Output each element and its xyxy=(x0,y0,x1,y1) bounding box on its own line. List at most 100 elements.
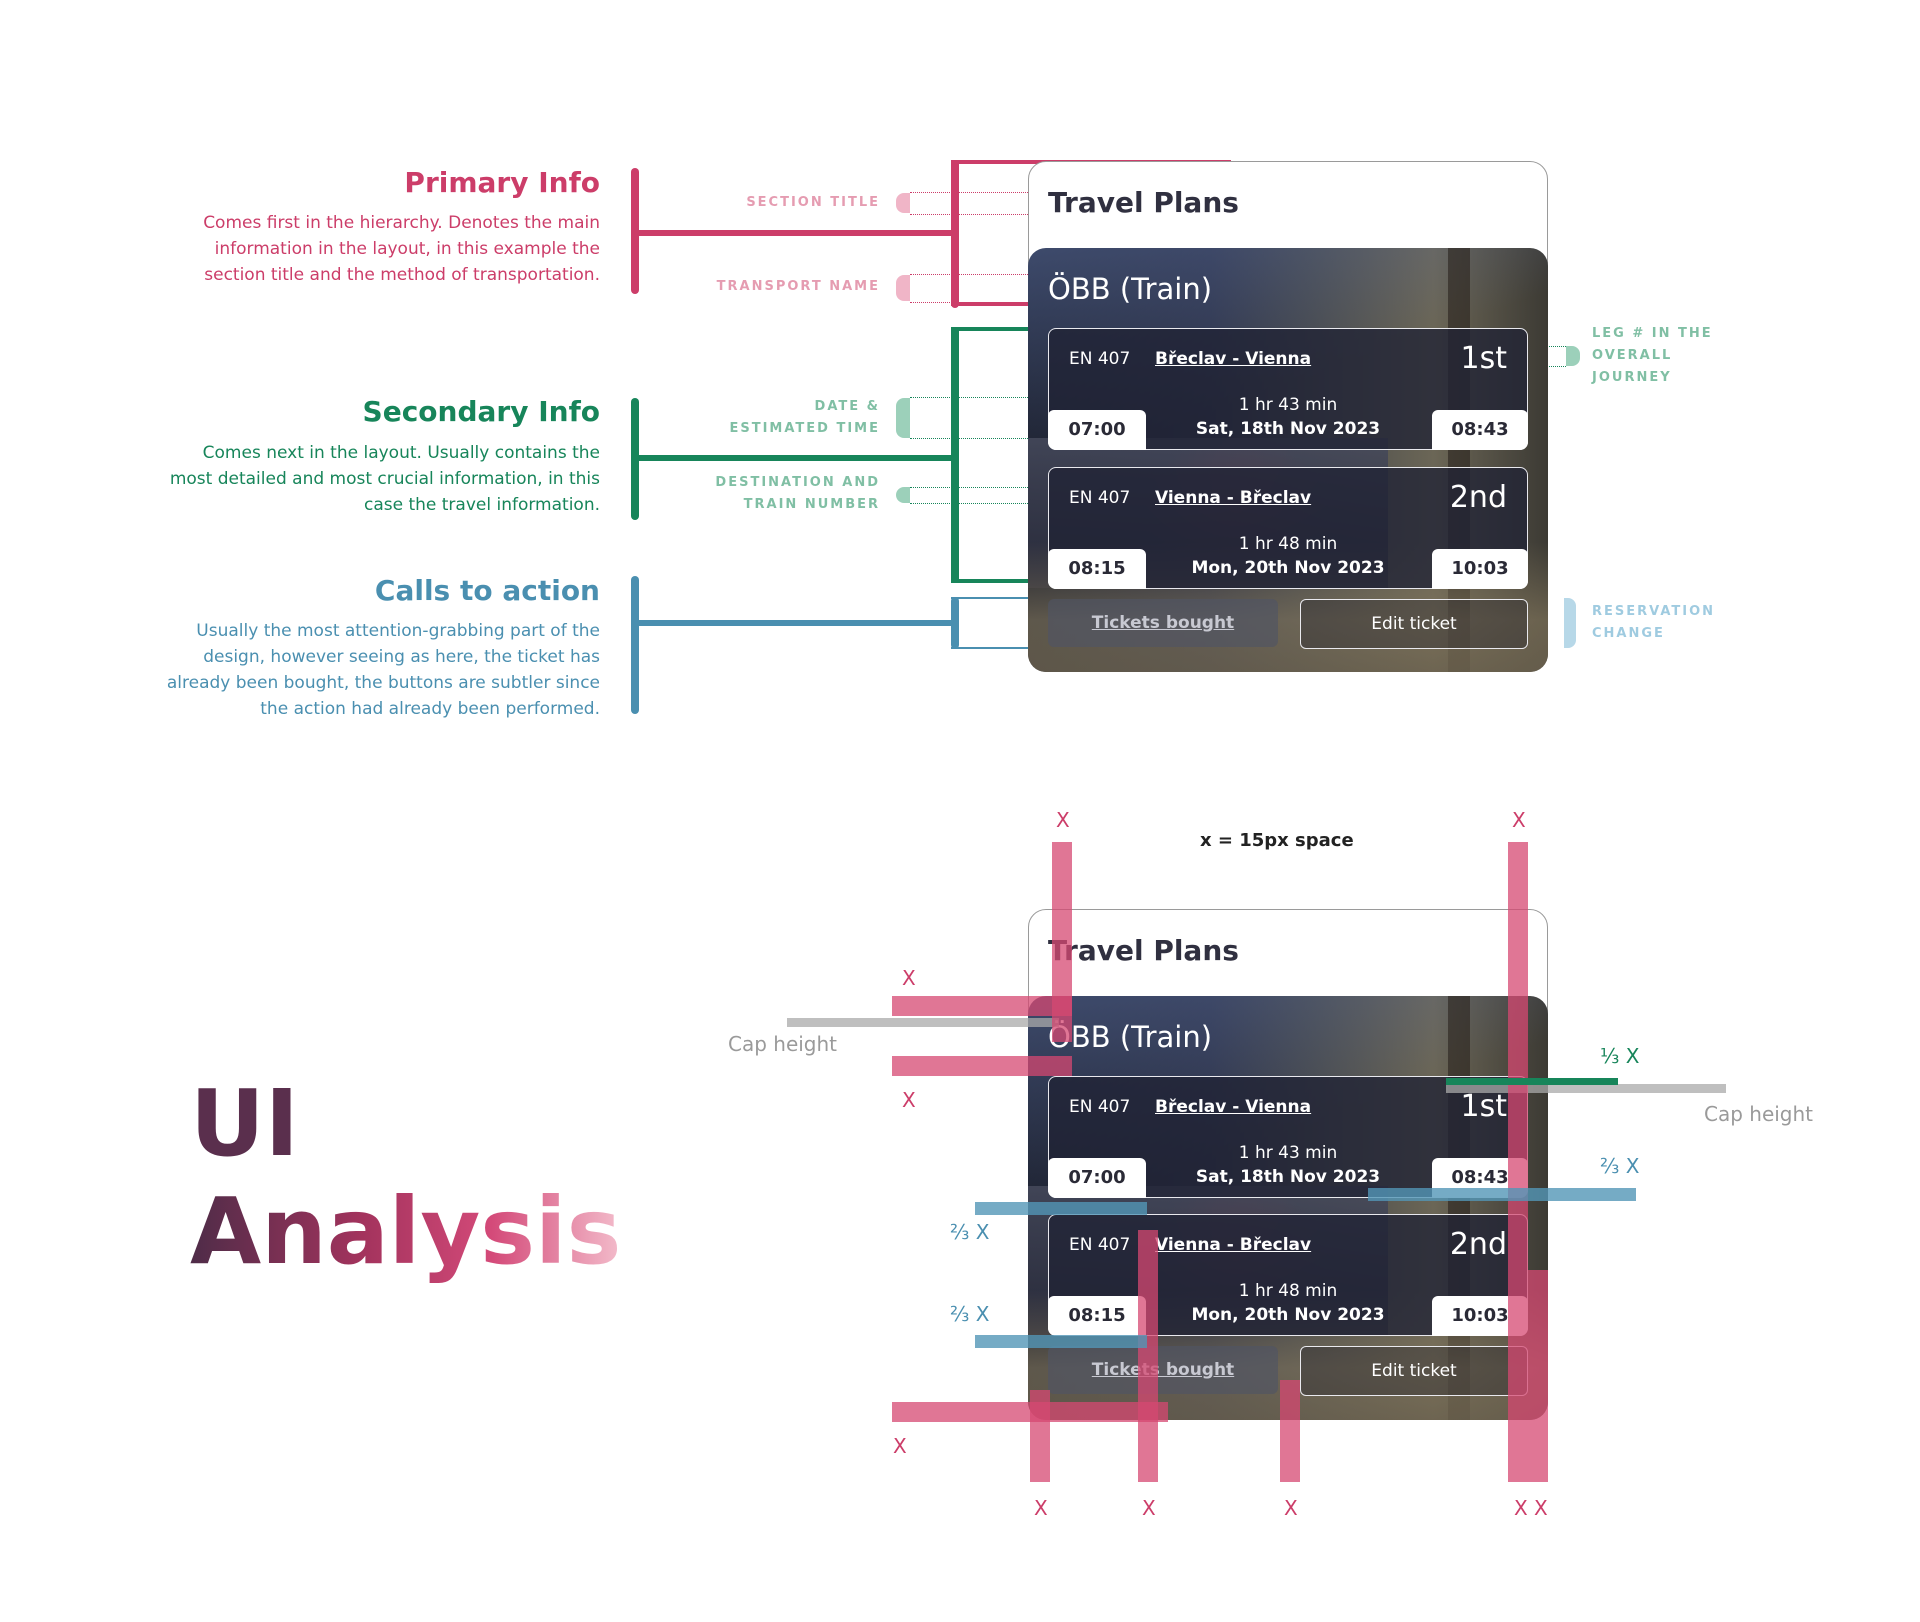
transport-name: ÖBB (Train) xyxy=(1048,1020,1213,1054)
spacing-bar-h3 xyxy=(892,1402,1168,1422)
x-label-left-2: X xyxy=(902,1088,916,1112)
depart-time: 08:15 xyxy=(1048,1296,1146,1336)
primary-info-title: Primary Info xyxy=(404,166,600,199)
leg-label-1: LEG # IN THE xyxy=(1592,326,1713,341)
leg-card-2[interactable]: EN 407 Vienna - Břeclav 2nd 1 hr 48 min … xyxy=(1048,467,1528,589)
reservation-label-1: RESERVATION xyxy=(1592,604,1716,619)
section-title-tab xyxy=(896,193,910,213)
destination-label-2: TRAIN NUMBER xyxy=(743,497,880,512)
card-title: Travel Plans xyxy=(1048,934,1239,967)
spacing-bar-right xyxy=(1508,842,1528,1482)
route-link[interactable]: Břeclav - Vienna xyxy=(1155,1097,1312,1117)
leg-label-2: OVERALL xyxy=(1592,348,1673,363)
arrive-time: 08:43 xyxy=(1432,410,1528,450)
x-label-top-2: X xyxy=(1512,808,1526,832)
cta-bracket xyxy=(631,576,639,714)
primary-bracket xyxy=(631,168,639,294)
secondary-right-bracket xyxy=(951,327,959,583)
leg-class: 1st xyxy=(1460,341,1507,376)
spacing-bar-bottom-3 xyxy=(1280,1380,1300,1482)
secondary-top-edge xyxy=(951,327,1047,331)
cap-height-label-left: Cap height xyxy=(728,1032,838,1056)
one-third-bar xyxy=(1446,1078,1618,1085)
cta-connector xyxy=(636,620,954,626)
one-third-label: ⅓ X xyxy=(1600,1044,1640,1068)
reservation-label-2: CHANGE xyxy=(1592,626,1665,641)
date-time-label-2: ESTIMATED TIME xyxy=(729,421,880,436)
leg-tab xyxy=(1566,346,1580,366)
edit-ticket-button[interactable]: Edit ticket xyxy=(1300,1346,1528,1396)
secondary-connector xyxy=(636,455,954,461)
secondary-info-description: Comes next in the layout. Usually contai… xyxy=(169,443,600,515)
two-thirds-label-right: ⅔ X xyxy=(1600,1154,1640,1178)
arrive-time: 10:03 xyxy=(1432,549,1528,589)
transport-name: ÖBB (Train) xyxy=(1048,272,1213,306)
tickets-bought-button[interactable]: Tickets bought xyxy=(1048,1346,1278,1394)
leg-duration: 1 hr 48 min xyxy=(1238,1281,1338,1301)
train-number: EN 407 xyxy=(1069,488,1131,508)
depart-time: 08:15 xyxy=(1048,549,1146,589)
spacing-bar-h1 xyxy=(892,996,1072,1016)
secondary-bracket xyxy=(631,398,639,520)
edit-ticket-button[interactable]: Edit ticket xyxy=(1300,599,1528,649)
primary-info-description: Comes first in the hierarchy. Denotes th… xyxy=(203,213,600,285)
reservation-tab xyxy=(1564,598,1576,648)
leg-class: 1st xyxy=(1460,1089,1507,1124)
leg-duration: 1 hr 43 min xyxy=(1238,395,1338,415)
date-time-label-1: DATE & xyxy=(814,399,880,414)
x-label-left-3: X xyxy=(893,1434,907,1458)
cap-height-label-right: Cap height xyxy=(1704,1102,1814,1126)
cta-top-edge xyxy=(951,597,1061,599)
spacing-bar-h2 xyxy=(892,1056,1072,1076)
leg-duration: 1 hr 48 min xyxy=(1238,534,1338,554)
leg-date: Mon, 20th Nov 2023 xyxy=(1191,1305,1385,1325)
leg-date: Sat, 18th Nov 2023 xyxy=(1195,1167,1381,1187)
two-thirds-bar-2 xyxy=(975,1335,1147,1348)
leg-card-2[interactable]: EN 407 Vienna - Břeclav 2nd 1 hr 48 min … xyxy=(1048,1214,1528,1336)
two-thirds-label-left-1: ⅔ X xyxy=(950,1220,990,1244)
hero-line-ui: UI xyxy=(190,1070,299,1177)
x-label-bottom-3: X xyxy=(1284,1496,1298,1520)
leg-card-1[interactable]: EN 407 Břeclav - Vienna 1st 1 hr 43 min … xyxy=(1048,328,1528,450)
two-thirds-bar-3 xyxy=(1368,1188,1636,1201)
cap-height-bar-left xyxy=(787,1018,1059,1027)
x-label-left-1: X xyxy=(902,966,916,990)
route-link[interactable]: Vienna - Břeclav xyxy=(1155,1235,1312,1255)
section-title-label: SECTION TITLE xyxy=(746,195,880,210)
train-number: EN 407 xyxy=(1069,1235,1131,1255)
depart-time: 07:00 xyxy=(1048,1158,1146,1198)
x-label-top-1: X xyxy=(1056,808,1070,832)
leg-label-3: JOURNEY xyxy=(1592,370,1672,385)
train-number: EN 407 xyxy=(1069,349,1131,369)
leg-class: 2nd xyxy=(1449,480,1507,515)
transport-name-label: TRANSPORT NAME xyxy=(716,279,880,294)
secondary-bottom-edge xyxy=(951,579,1047,583)
x-label-bottom-2: X xyxy=(1142,1496,1156,1520)
primary-right-bracket xyxy=(951,160,959,308)
spacing-note: x = 15px space xyxy=(1200,830,1354,851)
two-thirds-bar-1 xyxy=(975,1202,1147,1215)
tickets-bought-button[interactable]: Tickets bought xyxy=(1048,599,1278,647)
hero-line-analysis: Analysis xyxy=(190,1178,622,1285)
route-link[interactable]: Břeclav - Vienna xyxy=(1155,349,1312,369)
train-number: EN 407 xyxy=(1069,1097,1131,1117)
x-label-bottom-1: X xyxy=(1034,1496,1048,1520)
transport-name-tab xyxy=(896,275,910,301)
x-label-bottom-4: X X xyxy=(1514,1496,1548,1520)
leg-date: Sat, 18th Nov 2023 xyxy=(1195,419,1381,439)
primary-connector xyxy=(636,230,954,236)
leg-duration: 1 hr 43 min xyxy=(1238,1143,1338,1163)
primary-bottom-edge xyxy=(951,302,1031,306)
spacing-bar-bottom-4 xyxy=(1528,1270,1548,1482)
leg-date: Mon, 20th Nov 2023 xyxy=(1191,558,1385,578)
depart-time: 07:00 xyxy=(1048,410,1146,450)
cta-bottom-edge xyxy=(951,647,1061,649)
leg-card-1[interactable]: EN 407 Břeclav - Vienna 1st 1 hr 43 min … xyxy=(1048,1076,1528,1198)
route-link[interactable]: Vienna - Břeclav xyxy=(1155,488,1312,508)
secondary-info-title: Secondary Info xyxy=(362,395,600,428)
spacing-bar-top-left xyxy=(1052,842,1072,1042)
destination-tab xyxy=(896,487,910,503)
cap-height-bar-right xyxy=(1446,1084,1726,1093)
two-thirds-label-left-2: ⅔ X xyxy=(950,1302,990,1326)
leg-class: 2nd xyxy=(1449,1227,1507,1262)
